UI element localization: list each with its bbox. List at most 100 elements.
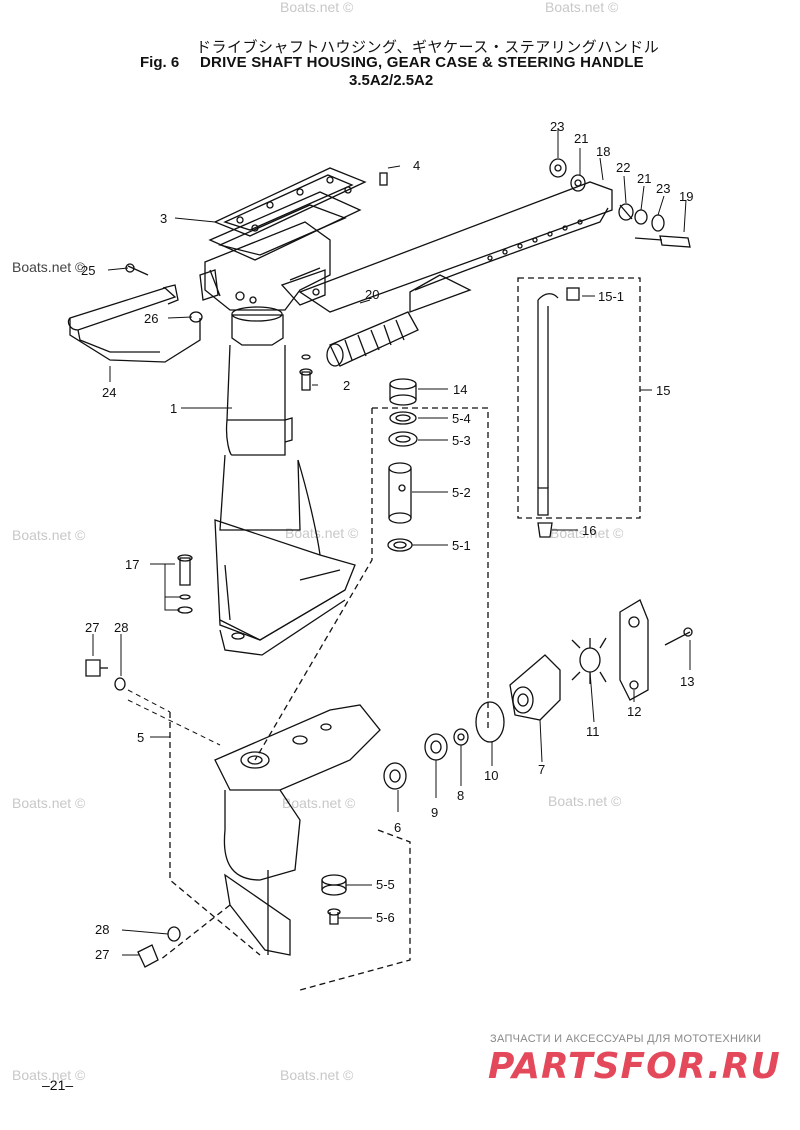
- callout-4: 4: [413, 158, 420, 173]
- bolt-part-2: [299, 354, 313, 391]
- callout-10: 10: [484, 768, 498, 783]
- callout-8: 8: [457, 788, 464, 803]
- washer-part-23-upper: [549, 158, 567, 178]
- callout-22: 22: [616, 160, 630, 175]
- watermark: Boats.net ©: [280, 1067, 354, 1083]
- brand-tagline: ЗАПЧАСТИ И АКСЕССУАРЫ ДЛЯ МОТОТЕХНИКИ: [490, 1033, 762, 1045]
- callout-15: 15: [656, 383, 670, 398]
- watermark: Boats.net ©: [282, 795, 356, 811]
- callout-5: 5: [137, 730, 144, 745]
- dowel-pin-part-4: [379, 172, 388, 186]
- page-title: DRIVE SHAFT HOUSING, GEAR CASE & STEERIN…: [200, 54, 644, 71]
- watermark: Boats.net ©: [285, 525, 359, 541]
- watermark: Boats.net ©: [548, 793, 622, 809]
- callout-28: 28: [114, 620, 128, 635]
- watermark: Boats.net ©: [12, 795, 86, 811]
- bolt-part-5-6: [327, 908, 341, 925]
- watermark: Boats.net ©: [12, 1067, 86, 1083]
- callout-24: 24: [102, 385, 116, 400]
- page-header: ドライブシャフトハウジング、ギヤケース・ステアリングハンドル Fig. 6 DR…: [0, 0, 800, 100]
- bolt-part-25: [125, 263, 149, 276]
- watermark: Boats.net ©: [280, 0, 354, 15]
- callout-20: 20: [365, 287, 379, 302]
- callout-21: 21: [574, 131, 588, 146]
- bushing-part-21-lower: [634, 209, 648, 225]
- callout-23: 23: [550, 119, 564, 134]
- callout-28: 28: [95, 922, 109, 937]
- drive-shaft-housing-part-1: [214, 306, 356, 656]
- callout-7: 7: [538, 762, 545, 777]
- plug-part-27-lower: [137, 944, 159, 968]
- callout-23: 23: [656, 181, 670, 196]
- bolt-part-17: [177, 554, 193, 614]
- gasket-part-3: [208, 167, 367, 261]
- brand-logo: PARTSFOR.RU: [488, 1046, 781, 1087]
- callout-6: 6: [394, 820, 401, 835]
- title-japanese: ドライブシャフトハウジング、ギヤケース・ステアリングハンドル: [196, 38, 660, 56]
- bearing-part-5-1: [387, 538, 413, 552]
- watermark: Boats.net ©: [12, 259, 86, 275]
- oring-part-10: [475, 701, 505, 743]
- callout-5-4: 5-4: [452, 411, 471, 426]
- figure-label: Fig. 6: [140, 54, 180, 71]
- callout-15-1: 15-1: [598, 289, 624, 304]
- impeller-part-11: [571, 637, 607, 684]
- callout-25: 25: [81, 263, 95, 278]
- washer-part-28-lower: [167, 926, 181, 942]
- housing-top-bracket: [199, 221, 331, 311]
- callout-21: 21: [637, 171, 651, 186]
- bearing-part-9: [424, 733, 448, 761]
- callout-27: 27: [85, 620, 99, 635]
- callout-27: 27: [95, 947, 109, 962]
- bearing-part-6: [383, 762, 407, 790]
- callout-14: 14: [453, 382, 467, 397]
- grip-part-20: [326, 311, 419, 367]
- assembly-outline-5: [254, 407, 489, 761]
- callout-5-6: 5-6: [376, 910, 395, 925]
- steering-handle-part-18: [298, 181, 613, 313]
- cap-part-14: [389, 378, 417, 406]
- pump-housing-part-7: [509, 654, 561, 721]
- callout-16: 16: [582, 523, 596, 538]
- bearing-part-5-3: [388, 431, 418, 447]
- assembly-outline-gearcase: [159, 712, 261, 961]
- sleeve-part-5-2: [388, 462, 412, 524]
- callout-11: 11: [586, 724, 600, 739]
- callout-13: 13: [680, 674, 694, 689]
- callout-labels: 1 2 3 4 5 5-1 5-2 5-3 5-4 5-5 5-6 6 7 8 …: [81, 119, 694, 962]
- assembly-outline-15: [517, 277, 641, 519]
- watermark: Boats.net ©: [545, 0, 619, 15]
- watermark: Boats.net ©: [12, 527, 86, 543]
- water-pipe-part-15: [537, 287, 580, 516]
- callout-5-2: 5-2: [452, 485, 471, 500]
- callout-5-3: 5-3: [452, 433, 471, 448]
- collar-part-22: [618, 203, 634, 221]
- callout-26: 26: [144, 311, 158, 326]
- bushing-part-21-upper: [570, 174, 586, 192]
- page-number: –21–: [42, 1077, 74, 1093]
- callout-3: 3: [160, 211, 167, 226]
- watermark: Boats.net ©: [550, 525, 624, 541]
- bolt-part-13: [664, 627, 693, 646]
- washer-part-28-upper: [114, 677, 126, 691]
- callout-12: 12: [627, 704, 641, 719]
- washer-part-23-lower: [651, 214, 665, 232]
- seal-part-5-4: [389, 411, 417, 425]
- callout-5-5: 5-5: [376, 877, 395, 892]
- steering-bar-part-24: [67, 284, 201, 363]
- washer-part-5-5: [321, 874, 347, 896]
- grommet-part-16: [537, 522, 553, 538]
- seal-part-8: [453, 728, 469, 746]
- bolt-part-19: [634, 235, 691, 248]
- watermarks: Boats.net © Boats.net © Boats.net © Boat…: [12, 0, 624, 1083]
- callout-17: 17: [125, 557, 139, 572]
- callout-2: 2: [343, 378, 350, 393]
- model-number: 3.5A2/2.5A2: [349, 72, 434, 89]
- callout-9: 9: [431, 805, 438, 820]
- assembly-outline-lower: [299, 829, 411, 991]
- outer-plate-part-12: [619, 599, 649, 701]
- gear-case-part-5: [214, 704, 381, 956]
- leader-lines: [92, 128, 691, 956]
- callout-18: 18: [596, 144, 610, 159]
